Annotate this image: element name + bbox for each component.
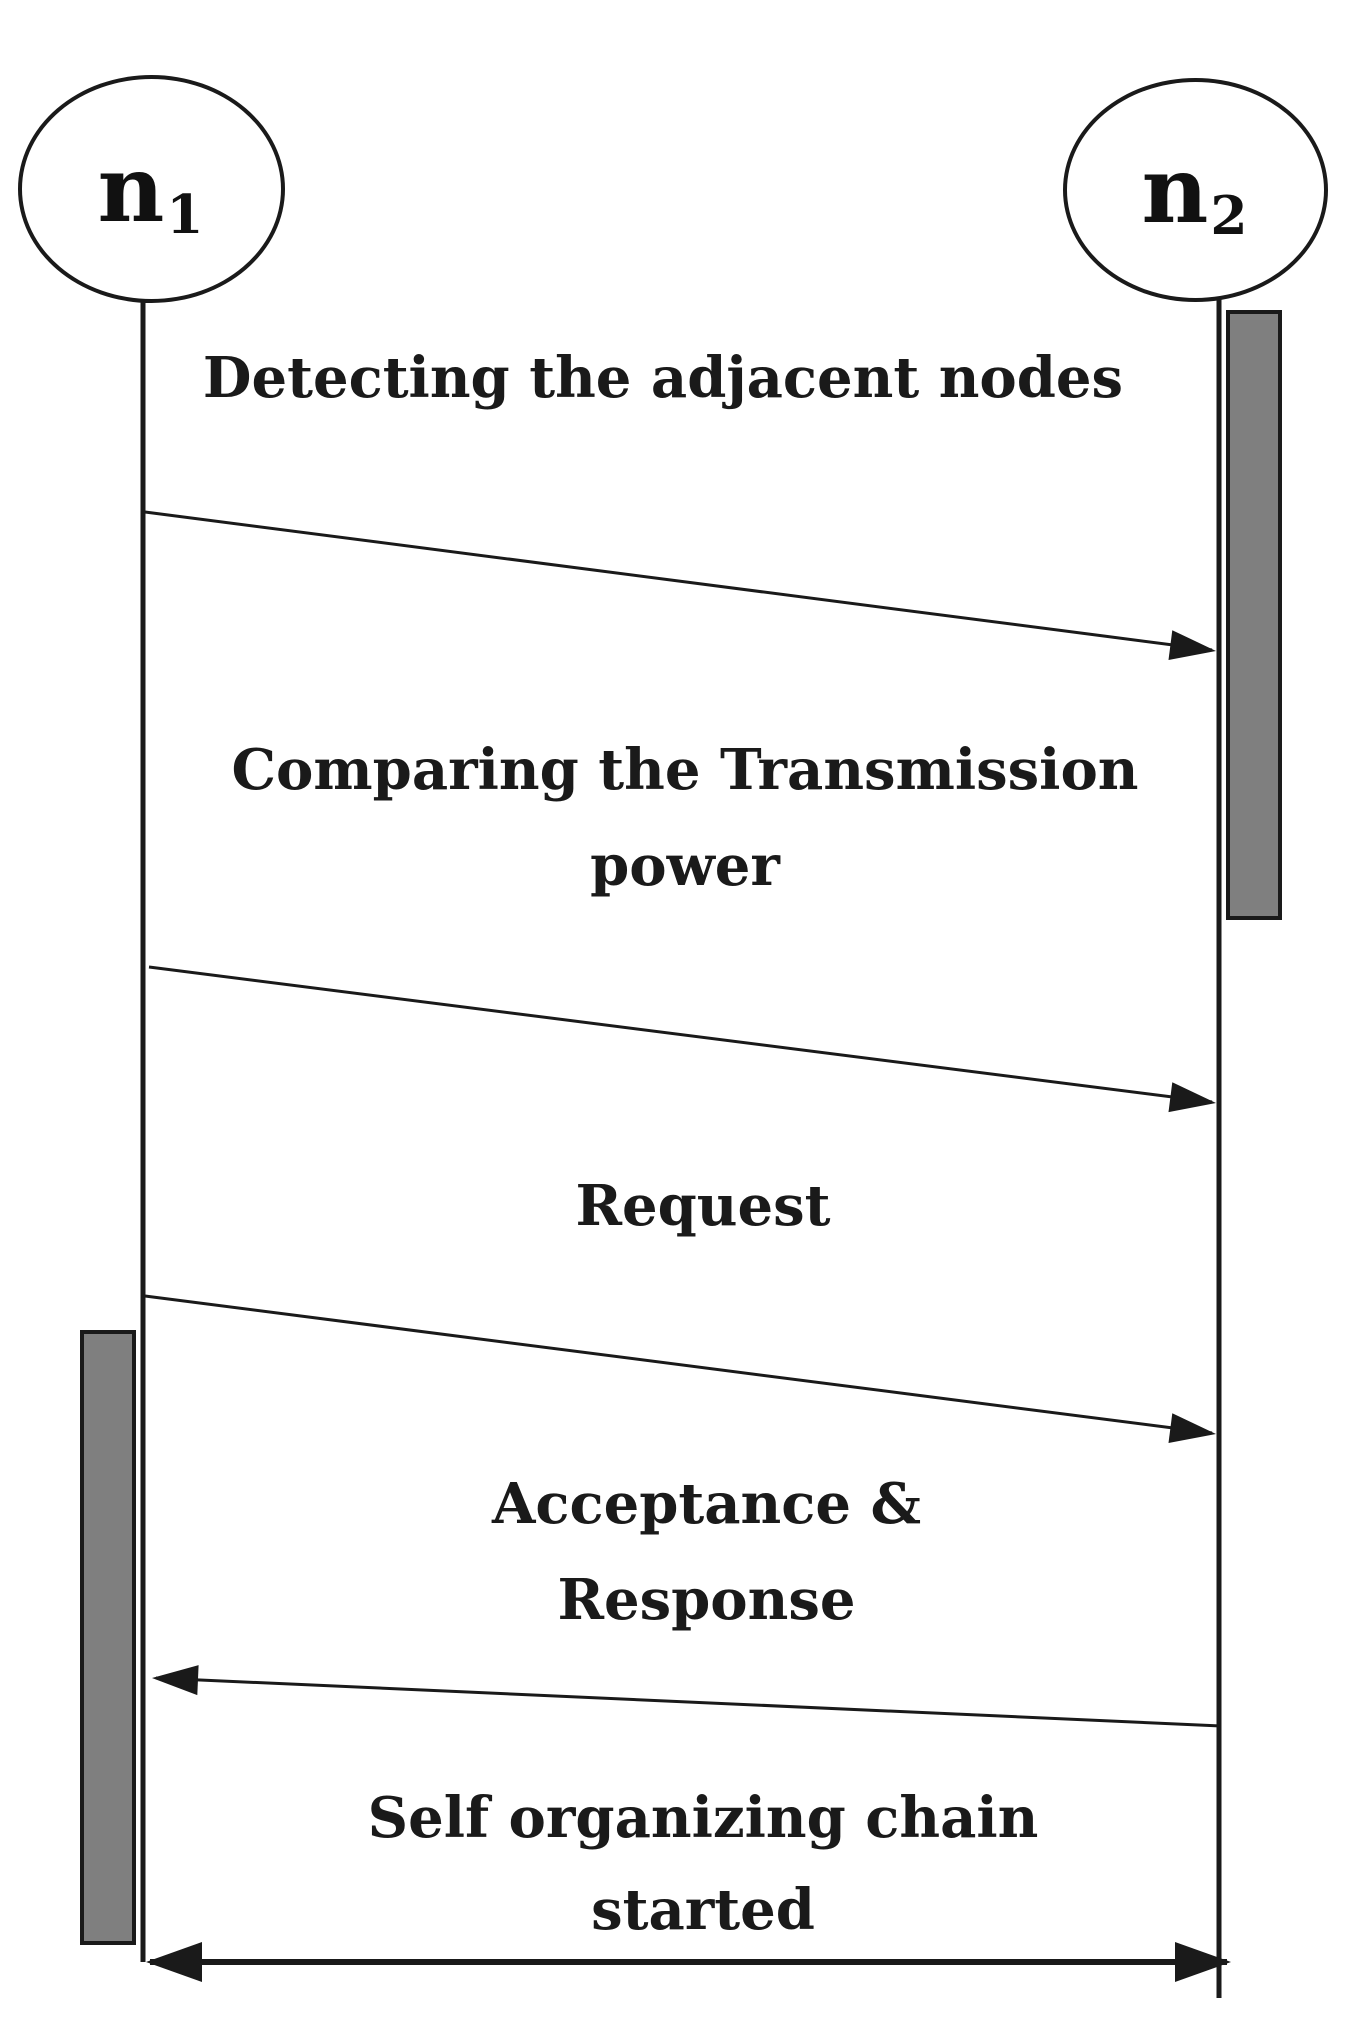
actor-label-n2: n2: [1141, 136, 1250, 247]
arrowhead-left-icon: [146, 1942, 202, 1982]
arrowhead-right-icon: [1168, 1413, 1216, 1443]
arrowhead-left-icon: [152, 1665, 199, 1696]
arrowhead-right-icon: [1168, 630, 1216, 660]
message-arrow-acceptance: [152, 1665, 1222, 1728]
message-arrow-request: [144, 1294, 1216, 1443]
actor-node-n2: n2: [1063, 78, 1328, 302]
message-label-comparing: Comparing the Transmission power: [231, 737, 1139, 899]
message-arrow-comparing: [148, 965, 1216, 1113]
message-label-self-organizing: Self organizing chain started: [367, 1785, 1039, 1943]
actor-label-n1: n1: [97, 135, 206, 246]
message-arrow-detecting: [144, 510, 1216, 660]
n1-activation-bar: [80, 1330, 136, 1945]
message-arrow-self-organizing: [146, 1942, 1231, 1982]
actor-node-n1: n1: [18, 75, 285, 303]
arrowhead-right-icon: [1175, 1942, 1231, 1982]
message-label-detecting: Detecting the adjacent nodes: [202, 345, 1124, 411]
message-label-request: Request: [575, 1173, 831, 1239]
n2-activation-bar: [1226, 310, 1282, 920]
message-label-acceptance: Acceptance & Response: [491, 1471, 922, 1633]
arrowhead-right-icon: [1168, 1082, 1216, 1113]
